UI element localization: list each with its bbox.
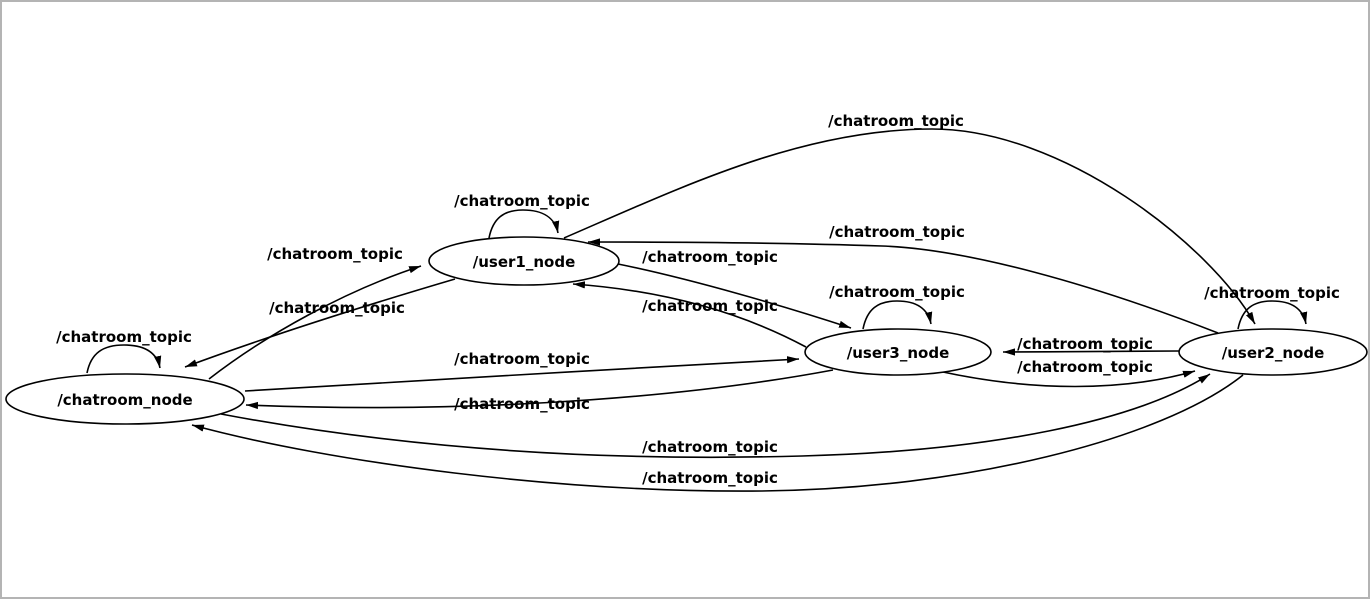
edge-label-user2-self: /chatroom_topic bbox=[1204, 284, 1340, 302]
edge-chatroom-to-user1 bbox=[208, 265, 422, 380]
node-ellipse-user1 bbox=[428, 236, 620, 286]
node-user3: /user3_node bbox=[804, 328, 992, 376]
edge-user2-self-loop bbox=[1237, 300, 1308, 330]
edge-chatroom-self-loop bbox=[86, 344, 162, 374]
node-ellipse-chatroom bbox=[5, 373, 245, 425]
edge-user1-to-user2 bbox=[563, 128, 1256, 325]
node-ellipse-user3 bbox=[804, 328, 992, 376]
edge-user3-to-user2 bbox=[942, 370, 1196, 388]
edge-label-chatroom-self: /chatroom_topic bbox=[56, 328, 192, 346]
node-label-chatroom: /chatroom_node bbox=[57, 391, 192, 409]
edge-label-user3-user1: /chatroom_topic bbox=[642, 297, 778, 315]
edge-label-user1-user3: /chatroom_topic bbox=[642, 248, 778, 266]
edge-label-user2-chatroom: /chatroom_topic bbox=[642, 469, 778, 487]
edge-user3-self-loop bbox=[862, 300, 933, 330]
edge-user3-to-user1 bbox=[572, 281, 807, 348]
edge-user1-to-chatroom bbox=[184, 278, 456, 368]
edge-label-chatroom-user2: /chatroom_topic bbox=[642, 438, 778, 456]
edge-user2-to-user3 bbox=[1002, 348, 1180, 356]
edge-user1-to-user3 bbox=[617, 263, 852, 329]
edge-label-user3-chatroom: /chatroom_topic bbox=[454, 395, 590, 413]
edge-label-user3-self: /chatroom_topic bbox=[829, 283, 965, 301]
edge-label-chatroom-user3: /chatroom_topic bbox=[454, 350, 590, 368]
edge-label-user1-user2: /chatroom_topic bbox=[828, 112, 964, 130]
edge-label-chatroom-user1: /chatroom_topic bbox=[267, 245, 403, 263]
node-chatroom: /chatroom_node bbox=[5, 373, 245, 425]
node-user1: /user1_node bbox=[428, 236, 620, 286]
edge-chatroom-to-user2 bbox=[220, 373, 1211, 459]
edge-label-user1-self: /chatroom_topic bbox=[454, 192, 590, 210]
edge-user2-to-chatroom bbox=[191, 374, 1244, 492]
edge-label-user2-user1: /chatroom_topic bbox=[829, 223, 965, 241]
node-label-user3: /user3_node bbox=[847, 344, 950, 362]
edge-user1-self-loop bbox=[488, 209, 560, 239]
node-ellipse-user2 bbox=[1178, 328, 1368, 376]
node-label-user1: /user1_node bbox=[473, 253, 576, 271]
edge-label-user1-chatroom: /chatroom_topic bbox=[269, 299, 405, 317]
node-label-user2: /user2_node bbox=[1222, 344, 1325, 362]
edge-label-user3-user2: /chatroom_topic bbox=[1017, 358, 1153, 376]
edge-user3-to-chatroom bbox=[245, 369, 834, 410]
node-user2: /user2_node bbox=[1178, 328, 1368, 376]
edge-label-user2-user3: /chatroom_topic bbox=[1017, 335, 1153, 353]
edge-user2-to-user1 bbox=[587, 238, 1219, 334]
edge-chatroom-to-user3 bbox=[244, 356, 800, 392]
